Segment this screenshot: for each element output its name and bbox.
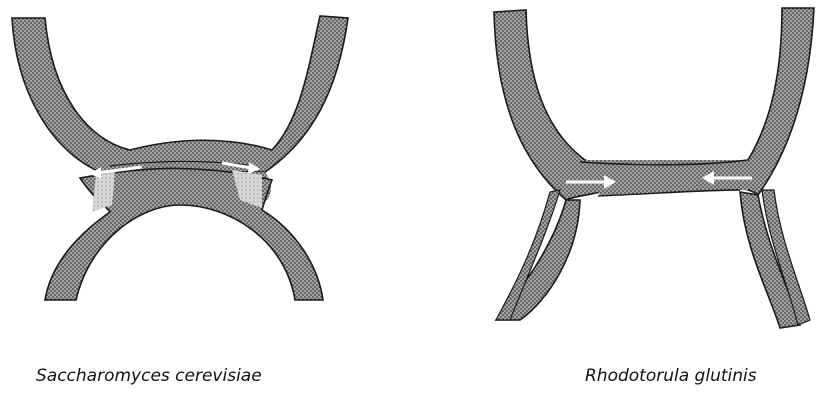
left-upper-wall xyxy=(494,10,600,200)
lower-cell-wall xyxy=(45,168,323,300)
saccharomyces-diagram xyxy=(12,16,348,300)
caption-saccharomyces: Saccharomyces cerevisiae xyxy=(36,366,262,386)
rhodotorula-diagram xyxy=(494,8,814,328)
caption-rhodotorula: Rhodotorula glutinis xyxy=(585,366,757,386)
upper-cell-wall xyxy=(12,16,348,172)
